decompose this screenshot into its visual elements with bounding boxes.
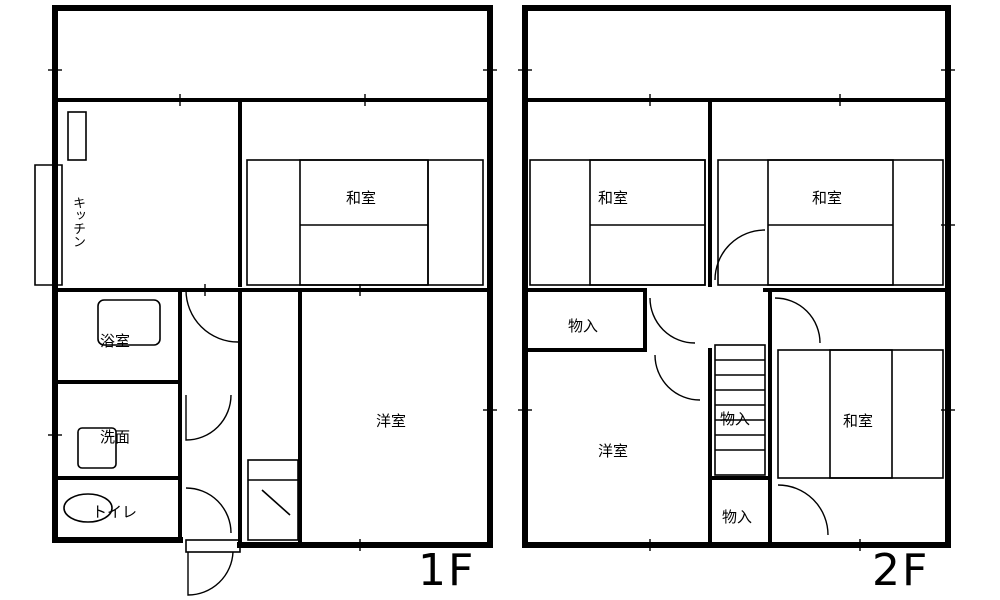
room-label-monoire-2: 物入 (720, 410, 751, 428)
room-label-washitsu-right: 和室 (812, 189, 843, 207)
room-label-kitchen: キッチン (70, 196, 85, 248)
room-label-yokushitsu: 浴室 (100, 332, 131, 350)
room-label-monoire-3: 物入 (722, 508, 753, 526)
room-label-toilet: トイレ (92, 503, 138, 521)
room-label-washitsu-left: 和室 (598, 189, 629, 207)
room-label-youshitsu: 洋室 (376, 412, 407, 430)
room-label-senmen: 洗面 (100, 428, 131, 446)
floor-label-2f: 2F (872, 545, 930, 596)
room-label-washitsu-lower: 和室 (843, 412, 874, 430)
floor-2f-plan (518, 5, 955, 551)
floor-label-1f: 1F (418, 545, 476, 596)
floor-1f-plan (34, 5, 497, 596)
room-label-monoire-1: 物入 (568, 317, 599, 335)
room-label-youshitsu-2f: 洋室 (598, 442, 629, 460)
room-label-washitsu: 和室 (346, 189, 377, 207)
